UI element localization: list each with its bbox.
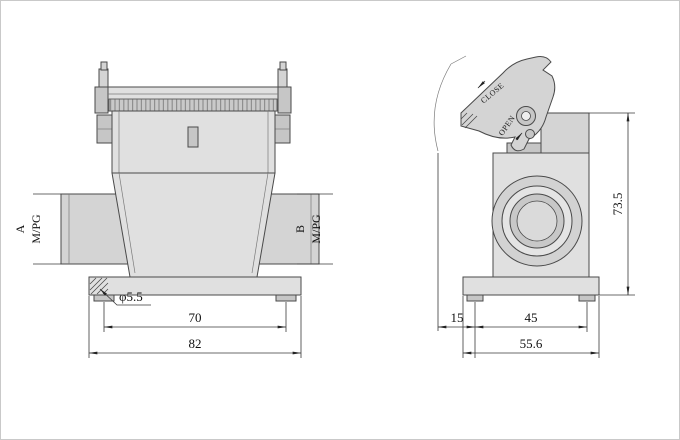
cap-right-clip [277, 86, 292, 114]
dim45-text: 45 [525, 310, 538, 325]
entry-b-labels: B M/PG [293, 193, 333, 265]
hole-callout-text: φ5.5 [119, 289, 143, 304]
dim735-text: 73.5 [610, 193, 625, 216]
flange-plate-front [88, 276, 302, 296]
dim-overall-height: 73.5 [589, 112, 635, 296]
cap-left-peg-tip [100, 61, 108, 71]
dim82-text: 82 [189, 336, 202, 351]
base-flange-front [88, 276, 302, 302]
housing-lower-body [111, 172, 276, 278]
cap-left-peg [98, 68, 109, 90]
locking-lever: CLOSE OPEN [460, 56, 556, 152]
dim-offset-and-foot-spacing: 15 45 [437, 153, 588, 358]
center-latch-tab [187, 126, 199, 148]
flange-plate-side [462, 276, 600, 296]
lever-grip-hatch-2 [464, 115, 478, 129]
entry-a-labels: A M/PG [13, 193, 61, 265]
gland-circle-bore [516, 200, 558, 242]
lever-grip-hatch-3 [460, 112, 468, 120]
hole-callout-leader [99, 288, 151, 306]
dim-overall-width: 82 [88, 296, 302, 358]
front-view: φ5.5 A M/PG B M/PG 70 82 [13, 61, 333, 358]
lower-body-right-taper [251, 172, 269, 274]
open-direction-arrow [515, 132, 523, 141]
dim556-text: 55.6 [520, 336, 543, 351]
housing-cap [94, 61, 292, 114]
dim70-text: 70 [189, 310, 202, 325]
side-top-column [540, 112, 590, 154]
entry-a-label: A [13, 224, 27, 233]
hole-callout: φ5.5 [99, 288, 151, 306]
close-direction-arrow [477, 80, 486, 89]
flange-right-foot [275, 294, 297, 302]
entry-b-label: B [293, 225, 307, 233]
gland-boss [491, 175, 583, 267]
side-flange-right-foot [578, 294, 596, 302]
cap-right-peg [277, 68, 288, 90]
side-flange-left-foot [466, 294, 484, 302]
lever-body [460, 56, 556, 152]
cap-left-clip [94, 86, 109, 114]
flange-left-foot [93, 294, 115, 302]
lever-open-position-line [450, 55, 467, 65]
lever-pivot-inner [521, 111, 531, 121]
entry-a-thread-label: M/PG [29, 214, 43, 244]
cap-right-peg-tip [279, 61, 287, 71]
lever-detent-pin [525, 129, 535, 139]
entry-b-thread-label: M/PG [309, 214, 323, 244]
dim-hole-spacing: 70 [103, 302, 287, 332]
lever-swing-arc [433, 63, 452, 152]
housing-body [111, 110, 276, 278]
dim-overall-depth: 55.6 [462, 296, 600, 358]
lever-grip-hatch-1 [461, 113, 474, 126]
dim15-text: 15 [451, 310, 464, 325]
base-flange-side [462, 276, 600, 302]
lower-body-left-taper [118, 172, 136, 274]
side-view: CLOSE OPEN 15 45 [433, 55, 635, 358]
